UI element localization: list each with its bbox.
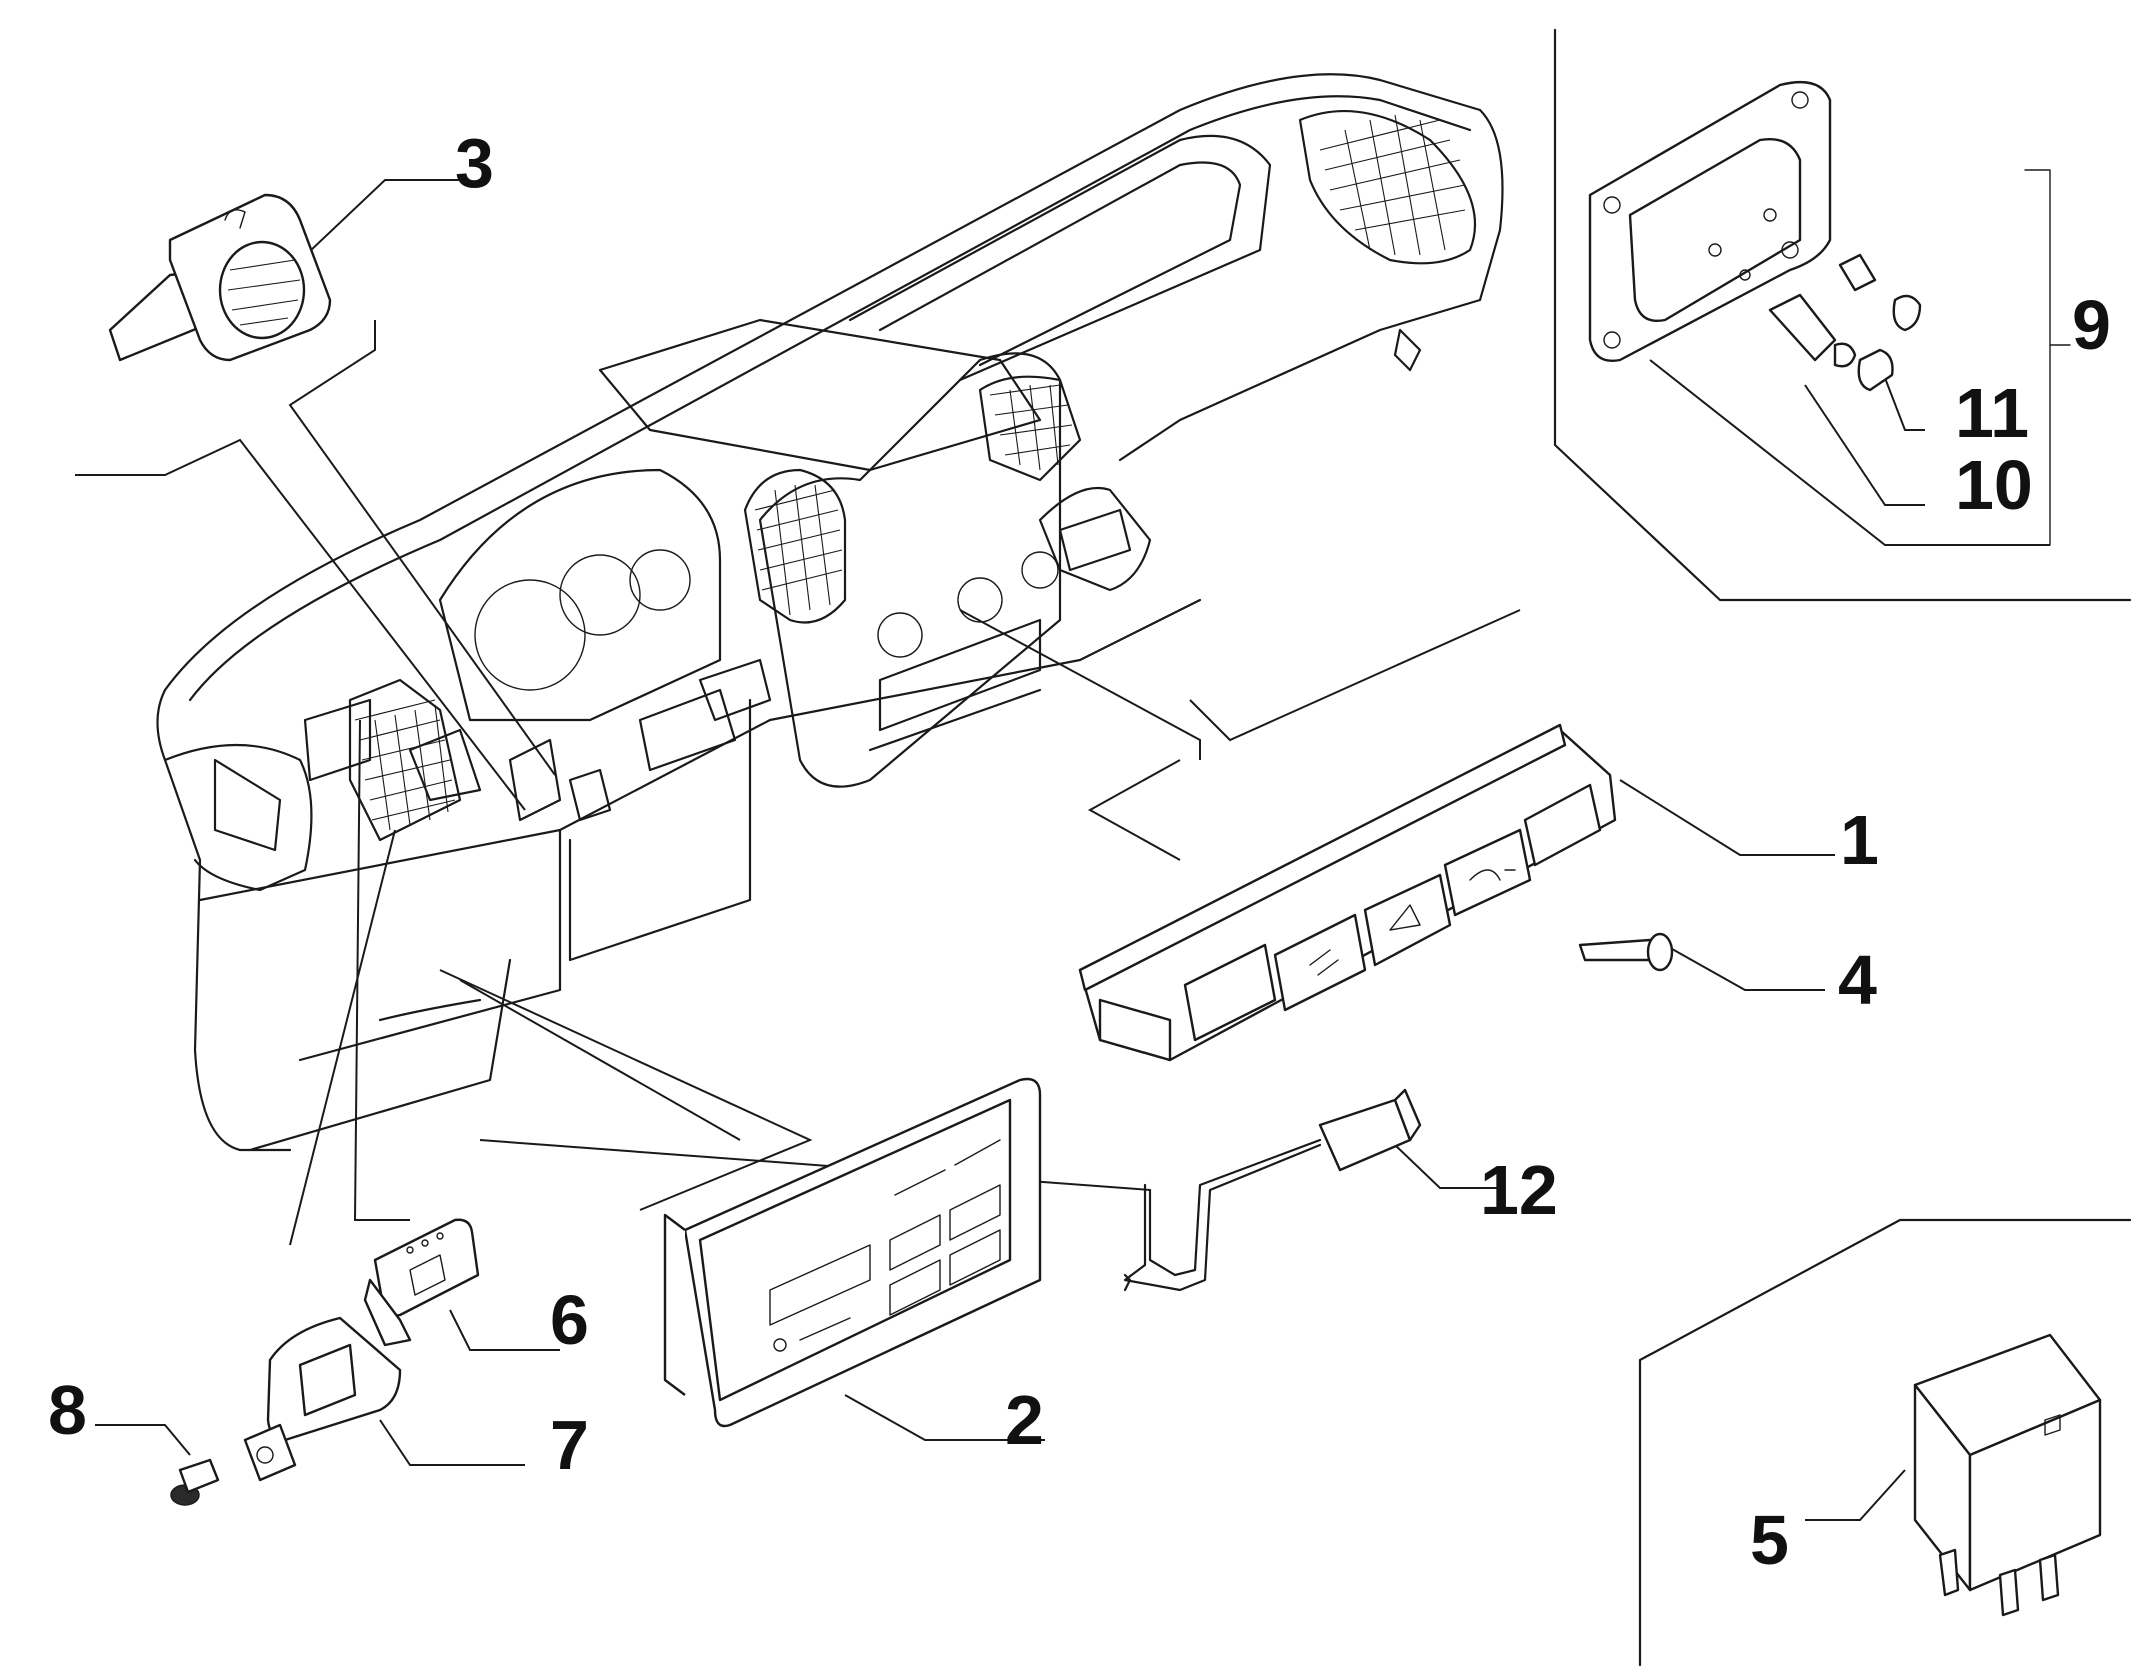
callout-2: 2 bbox=[1005, 1381, 1044, 1459]
part-3-headlamp-switch bbox=[108, 193, 332, 362]
vent-grilles bbox=[354, 114, 1466, 831]
part-4-screw bbox=[1578, 932, 1674, 972]
callout-12: 12 bbox=[1480, 1151, 1558, 1229]
callout-8: 8 bbox=[48, 1371, 87, 1449]
callout-6: 6 bbox=[550, 1281, 589, 1359]
dashboard-drawing bbox=[156, 73, 1504, 1152]
part-1-switch-panel bbox=[1078, 723, 1617, 1062]
callout-10: 10 bbox=[1955, 446, 2033, 524]
callout-7: 7 bbox=[550, 1406, 589, 1484]
part-2-control-panel bbox=[663, 1077, 1042, 1428]
callout-4: 4 bbox=[1838, 941, 1877, 1019]
part-12-wire-harness bbox=[1123, 1088, 1422, 1292]
part-9-lamp-assembly bbox=[1588, 80, 1922, 392]
callout-3: 3 bbox=[455, 124, 494, 202]
callout-1: 1 bbox=[1840, 801, 1879, 879]
leader-lines bbox=[75, 179, 2050, 1521]
callout-11: 11 bbox=[1955, 374, 2029, 452]
part-6-switch bbox=[363, 1218, 480, 1347]
callout-9: 9 bbox=[2072, 286, 2111, 364]
part-8-bolt bbox=[170, 1458, 220, 1506]
callout-5: 5 bbox=[1750, 1501, 1789, 1579]
part-5-relay bbox=[1913, 1333, 2102, 1617]
part-7-bracket bbox=[243, 1316, 402, 1482]
